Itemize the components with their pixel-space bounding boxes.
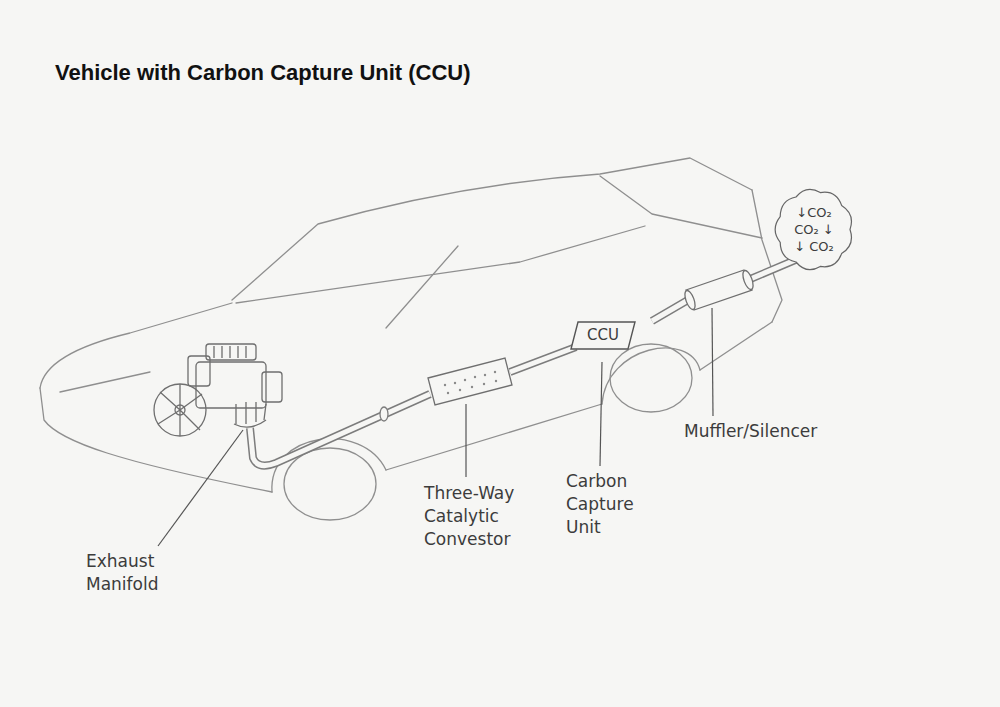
- box-label: CCU: [587, 326, 619, 345]
- co2-cloud: ↓CO₂CO₂ ↓↓ CO₂: [774, 188, 854, 271]
- dot: [494, 371, 496, 373]
- part-label: Muffler/Silencer: [684, 420, 817, 443]
- cloud-outline-shape: [775, 189, 851, 269]
- diagram-title: Vehicle with Carbon Capture Unit (CCU): [55, 60, 471, 86]
- rear-wheel-arch: [602, 348, 700, 404]
- ccu-outline-shape: [571, 322, 635, 349]
- fan-hub: [175, 405, 185, 415]
- co2-text: ↓ CO₂: [794, 238, 834, 255]
- co2-text: CO₂ ↓: [794, 221, 834, 238]
- leader-line: [712, 308, 713, 416]
- muffler-end: [741, 269, 755, 291]
- valve-cover: [188, 356, 210, 386]
- part-label: Carbon Capture Unit: [566, 470, 662, 539]
- front-wheel: [284, 448, 376, 520]
- body-crease: [60, 372, 150, 392]
- dot: [484, 374, 486, 376]
- dot: [464, 379, 466, 381]
- catalytic-converter: [428, 358, 512, 405]
- roof-line: [232, 158, 752, 300]
- dot: [495, 380, 497, 382]
- muffler-body: [686, 270, 752, 310]
- leader-line: [465, 404, 466, 477]
- dot: [454, 382, 456, 384]
- car-body: [40, 158, 782, 520]
- door-line: [386, 246, 458, 328]
- rear-window: [600, 176, 762, 238]
- converter-dots: [444, 371, 497, 394]
- muffler-end: [683, 289, 697, 311]
- engine-side: [262, 372, 282, 402]
- dot: [459, 389, 461, 391]
- rear-panel: [752, 190, 782, 322]
- engine-block: [196, 362, 266, 408]
- co2-text: ↓CO₂: [794, 204, 834, 221]
- manifold-runners: [234, 402, 266, 427]
- rear-lower: [700, 322, 772, 370]
- pipe-flange: [380, 407, 388, 421]
- rocker-line: [386, 404, 602, 470]
- dot: [447, 392, 449, 394]
- part-label: Three-Way Catalytic Convestor: [424, 482, 542, 551]
- front-bumper: [40, 388, 272, 492]
- fan: [154, 384, 206, 436]
- dot: [444, 384, 446, 386]
- dot: [471, 386, 473, 388]
- dot: [474, 376, 476, 378]
- dot: [483, 383, 485, 385]
- belt-line: [236, 226, 645, 303]
- intake: [206, 344, 256, 360]
- part-label: Exhaust Manifold: [86, 550, 196, 596]
- ccu-box: CCU: [571, 322, 635, 349]
- intake-ridges: [214, 346, 246, 358]
- rear-wheel: [610, 344, 692, 412]
- engine: [154, 344, 282, 436]
- leader-line: [158, 430, 243, 546]
- leader-line: [600, 362, 602, 466]
- fan-blades: [158, 384, 202, 436]
